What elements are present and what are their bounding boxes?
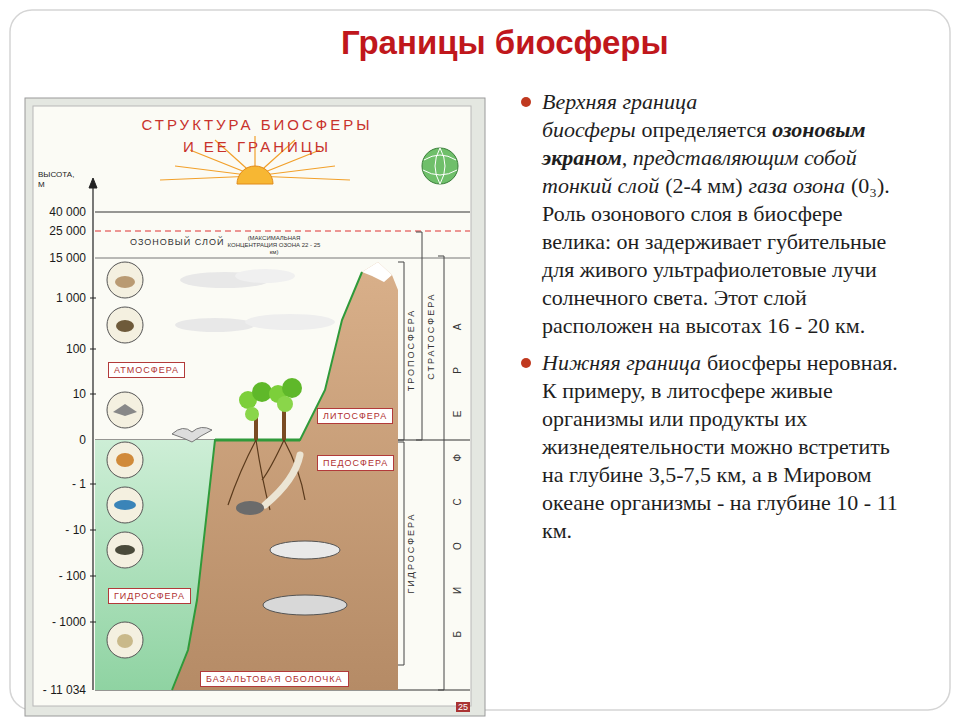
organism-circles — [107, 442, 143, 478]
trees — [282, 378, 302, 398]
altitude-value: 40 000 — [30, 205, 86, 219]
layer-note: (МАКСИМАЛЬНАЯ КОНЦЕНТРАЦИЯ ОЗОНА 22 - 25… — [226, 235, 322, 256]
globe-icon — [423, 148, 457, 184]
bird-symbol — [172, 427, 212, 442]
altitude-value: - 1000 — [30, 615, 86, 629]
altitude-value: 0 — [30, 433, 86, 447]
organism-circles — [117, 634, 133, 648]
slide-title: Границы биосферы — [341, 24, 669, 62]
biosphere-label: Б И О С Ф Е Р А — [452, 307, 463, 638]
organism-circles — [116, 453, 134, 467]
organism-circles — [107, 532, 143, 568]
sphere-brackets — [416, 232, 422, 440]
sphere-brackets — [438, 256, 444, 690]
organism-circles — [115, 545, 135, 555]
body-text: определяется — [642, 117, 767, 142]
sphere-label: ГИДРОСФЕРА — [406, 513, 416, 594]
trees — [228, 378, 305, 510]
organism-circles — [114, 500, 136, 510]
organism-circles — [107, 392, 143, 428]
level-lines — [95, 212, 470, 690]
organism-circles — [115, 276, 135, 288]
bullet-paragraph: Верхняя граница биосферыопределяетсяозон… — [542, 88, 914, 340]
level-lines — [95, 211, 470, 212]
land — [172, 262, 398, 690]
altitude-axis — [92, 182, 93, 690]
organism-circles — [107, 622, 143, 658]
sphere-box: АТМОСФЕРА — [108, 362, 185, 378]
layer-label: ОЗОНОВЫЙ СЛОЙ — [128, 237, 226, 247]
sphere-box: ЛИТОСФЕРА — [317, 408, 393, 424]
clouds — [175, 269, 335, 332]
poster-panel: СТРУКТУРА БИОСФЕРЫ И ЕЕ ГРАНИЦЫ АТМОСФЕРА… — [25, 98, 485, 716]
sphere-brackets — [398, 442, 404, 665]
land — [172, 272, 362, 690]
sun-symbol — [237, 166, 273, 184]
bird-symbol — [172, 427, 212, 442]
organism-circles — [107, 307, 143, 343]
body-text: (2-4 мм) — [665, 173, 742, 198]
organism-circles — [107, 487, 143, 523]
organism-circles — [107, 262, 143, 298]
body-text: биосферы неровная. К примеру, в литосфер… — [542, 350, 898, 543]
box-label: ПЕДОСФЕРА — [323, 457, 388, 469]
poster-heading: СТРУКТУРА БИОСФЕРЫ И ЕЕ ГРАНИЦЫ — [132, 114, 382, 158]
poster-frame — [25, 98, 485, 716]
clouds — [175, 318, 255, 332]
trees — [252, 382, 272, 402]
sphere-label: СТРАТОСФЕРА — [426, 292, 436, 379]
shell-box: БАЗАЛЬТОВАЯ ОБОЛОЧКА — [200, 671, 349, 687]
altitude-value: 15 000 — [30, 251, 86, 265]
sphere-label: ТРОПОСФЕРА — [406, 309, 416, 392]
trees — [277, 396, 293, 412]
sphere-box: ПЕДОСФЕРА — [317, 455, 394, 471]
altitude-axis — [89, 178, 97, 690]
altitude-value: 100 — [30, 342, 86, 356]
altitude-value: 25 000 — [30, 224, 86, 238]
body-text: Нижняя граница — [542, 350, 701, 375]
burrows — [236, 455, 347, 615]
land — [362, 262, 392, 282]
box-label: ГИДРОСФЕРА — [114, 590, 185, 602]
box-label: АТМОСФЕРА — [114, 364, 179, 376]
burrows — [263, 595, 347, 615]
sphere-brackets — [398, 262, 404, 440]
body-text: газа озона — [748, 173, 845, 198]
organism-circles — [116, 320, 134, 332]
globe-icon — [422, 148, 458, 184]
altitude-value: - 10 — [30, 523, 86, 537]
sphere-brackets — [398, 232, 444, 690]
level-lines — [95, 258, 470, 259]
altitude-value: - 1 — [30, 477, 86, 491]
bullet-paragraph: Нижняя границабиосферы неровная. К приме… — [542, 349, 914, 545]
altitude-axis — [90, 298, 96, 622]
poster-frame — [25, 98, 485, 716]
poster-frame — [33, 106, 471, 706]
altitude-value: - 100 — [30, 569, 86, 583]
burrows — [265, 455, 300, 505]
clouds — [235, 269, 295, 283]
box-label: ЛИТОСФЕРА — [323, 410, 387, 422]
altitude-value: - 11 034 — [30, 683, 86, 697]
organism-circles — [113, 404, 137, 416]
trees — [256, 405, 284, 440]
box-label: БАЗАЛЬТОВАЯ ОБОЛОЧКА — [206, 673, 343, 685]
level-lines — [95, 230, 470, 231]
burrows — [236, 501, 264, 515]
axis-title: ВЫСОТА, М — [38, 170, 82, 190]
altitude-value: 1 000 — [30, 291, 86, 305]
altitude-axis — [89, 178, 97, 188]
burrows — [270, 541, 340, 559]
land — [172, 262, 398, 690]
trees — [245, 407, 259, 421]
clouds — [245, 314, 335, 330]
page-number: 25 — [456, 702, 470, 712]
sphere-box: ГИДРОСФЕРА — [108, 588, 191, 604]
globe-icon — [422, 148, 458, 184]
altitude-value: 10 — [30, 387, 86, 401]
trees — [228, 440, 305, 510]
